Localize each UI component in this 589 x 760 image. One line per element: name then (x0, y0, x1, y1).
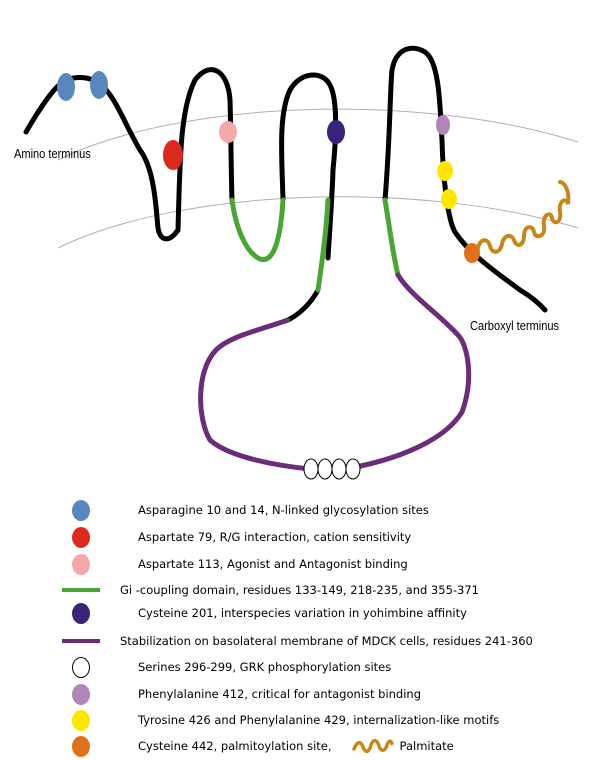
legend-swatch-aspartate-113 (72, 554, 90, 575)
legend-swatch-gi-coupling (62, 588, 100, 592)
phenylalanine-429-site (441, 189, 457, 209)
asparagine-14-site (90, 71, 108, 99)
tyrosine-426-site (437, 161, 453, 181)
legend-item-aspartate-113: Aspartate 113, Agonist and Antagonist bi… (62, 552, 408, 576)
asparagine-10-site (57, 73, 75, 101)
legend-swatch-serines (72, 657, 90, 678)
serine-296-299-sites (303, 458, 361, 480)
legend-label: Phenylalanine 412, critical for antagoni… (138, 687, 422, 701)
legend-label: Stabilization on basolateral membrane of… (120, 634, 533, 648)
legend-item-basolateral: Stabilization on basolateral membrane of… (62, 629, 533, 653)
aspartate-79-site (163, 140, 183, 170)
serine-296-site (303, 458, 319, 480)
receptor-backbone (23, 45, 548, 323)
serine-299-site (345, 458, 361, 480)
legend-label: Cysteine 442, palmitoylation site, (138, 739, 332, 753)
legend-swatch-aspartate-79 (72, 527, 90, 548)
receptor-topology-diagram (23, 45, 579, 480)
legend-swatch-glycosylation (72, 500, 90, 521)
legend-item-cysteine-442: Cysteine 442, palmitoylation site, Palmi… (62, 734, 454, 758)
legend-item-tyrosine-phenylalanine: Tyrosine 426 and Phenylalanine 429, inte… (62, 708, 499, 732)
legend-swatch-basolateral (62, 639, 100, 643)
legend-swatch-cysteine-201 (72, 603, 90, 624)
amino-terminus-label: Amino terminus (14, 146, 91, 161)
cysteine-201-site (327, 120, 345, 144)
legend-item-aspartate-79: Aspartate 79, R/G interaction, cation se… (62, 525, 411, 549)
serine-298-site (331, 458, 347, 480)
palmitate-legend-swatch (351, 738, 394, 753)
legend-item-serines: Serines 296-299, GRK phosphorylation sit… (62, 655, 391, 679)
legend-label: Asparagine 10 and 14, N-linked glycosyla… (138, 503, 429, 517)
legend-label: Gi -coupling domain, residues 133-149, 2… (120, 583, 479, 597)
legend-item-phenylalanine-412: Phenylalanine 412, critical for antagoni… (62, 682, 421, 706)
legend-label: Aspartate 79, R/G interaction, cation se… (138, 530, 412, 544)
legend-item-glycosylation: Asparagine 10 and 14, N-linked glycosyla… (62, 498, 429, 522)
phenylalanine-412-site (436, 115, 450, 135)
membrane-inner-arc (57, 196, 579, 249)
legend-label: Aspartate 113, Agonist and Antagonist bi… (138, 557, 408, 571)
legend-label: Cysteine 201, interspecies variation in … (138, 606, 467, 620)
legend-item-cysteine-201: Cysteine 201, interspecies variation in … (62, 601, 467, 625)
palmitate-legend-label: Palmitate (399, 739, 454, 753)
legend-swatch-phenylalanine-412 (72, 684, 90, 705)
membrane-outer-arc (57, 108, 579, 161)
serine-297-site (317, 458, 333, 480)
legend-item-gi-coupling: Gi -coupling domain, residues 133-149, 2… (62, 578, 479, 602)
carboxyl-terminus-label: Carboxyl terminus (470, 318, 560, 333)
palmitate-chain (476, 180, 571, 254)
gi-coupling-segments (229, 197, 401, 293)
legend-swatch-tyrosine (72, 710, 90, 731)
aspartate-113-site (219, 121, 237, 143)
legend-label: Serines 296-299, GRK phosphorylation sit… (138, 660, 392, 674)
legend-swatch-cysteine-442 (72, 736, 90, 757)
legend-label: Tyrosine 426 and Phenylalanine 429, inte… (138, 713, 500, 727)
basolateral-stabilization-segment (198, 272, 472, 472)
